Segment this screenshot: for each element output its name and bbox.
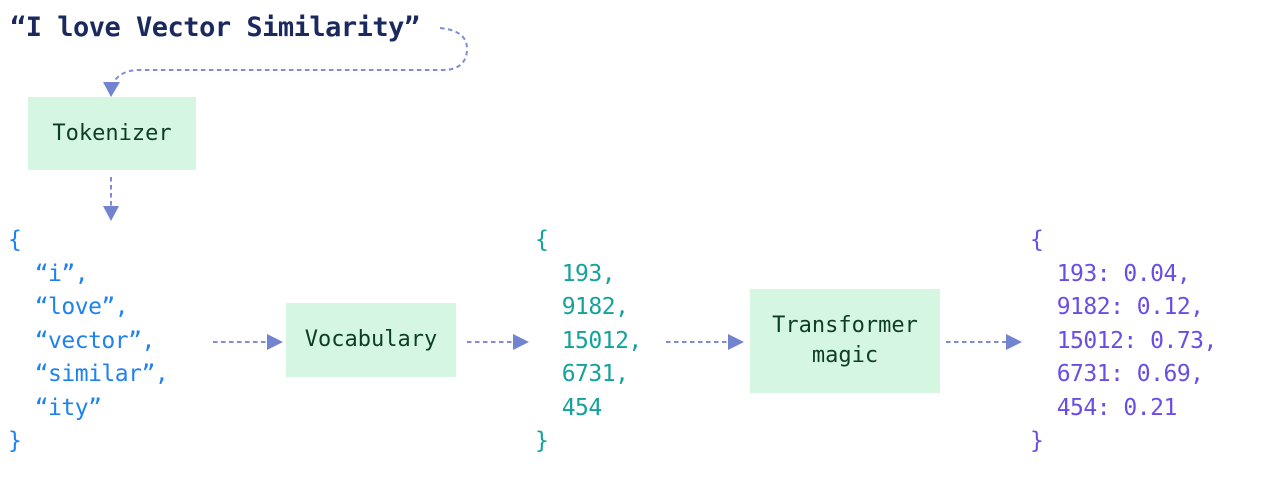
tokenizer-box-label: Tokenizer	[52, 120, 172, 146]
tokens-to-vocabulary-arrow	[213, 334, 283, 350]
token-strings-list: { “i”, “love”, “vector”, “similar”, “ity…	[8, 227, 169, 454]
transformer-to-weights-arrow	[946, 334, 1022, 350]
input-sentence-text: “I love Vector Similarity”	[10, 12, 420, 43]
tokenizer-to-tokens-arrow	[103, 177, 119, 221]
embedding-weights-list: { 193: 0.04, 9182: 0.12, 15012: 0.73, 67…	[1030, 227, 1217, 454]
token-ids-list: { 193, 9182, 15012, 6731, 454 }	[535, 227, 642, 454]
transformer-magic-box-label: Transformer magic	[772, 313, 918, 368]
vocabulary-box: Vocabulary	[286, 303, 456, 377]
ids-to-transformer-arrow	[666, 334, 744, 350]
vocabulary-to-ids-arrow	[467, 334, 529, 350]
vocabulary-box-label: Vocabulary	[304, 327, 438, 352]
transformer-magic-box: Transformer magic	[750, 289, 940, 393]
tokenizer-box: Tokenizer	[28, 97, 196, 170]
